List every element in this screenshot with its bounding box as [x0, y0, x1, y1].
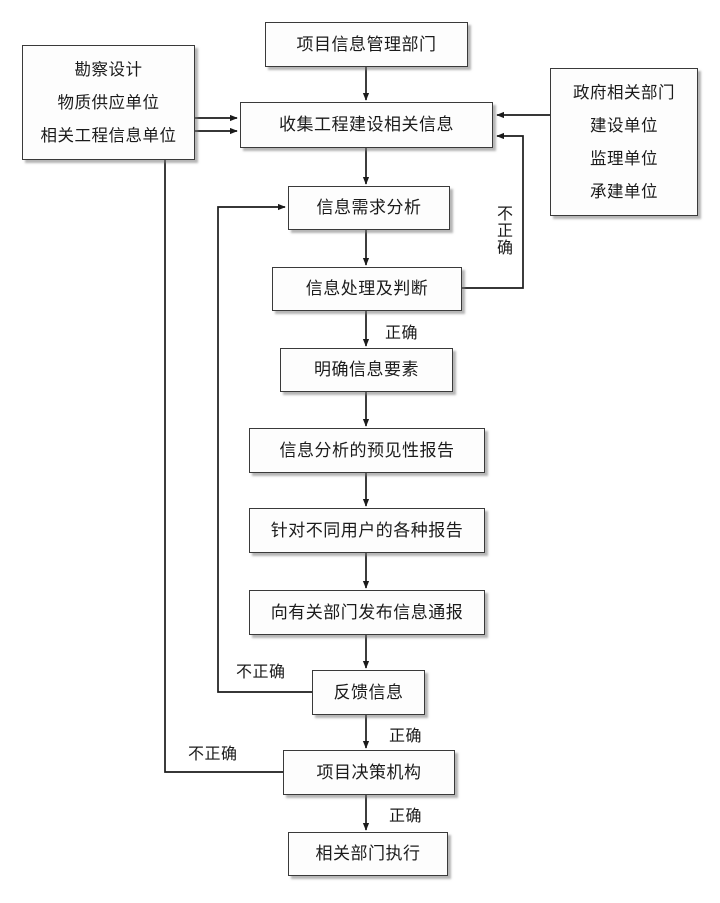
node-label: 明确信息要素	[314, 360, 419, 380]
node-label-line-4: 承建单位	[590, 181, 658, 201]
node-label: 收集工程建设相关信息	[279, 115, 454, 135]
edge-label-incorrect-process-loop: 不正确	[494, 205, 511, 256]
edge-label-correct-feedback: 正确	[389, 728, 423, 745]
node-label: 信息处理及判断	[305, 279, 429, 299]
node-predictive-report[interactable]: 信息分析的预见性报告	[249, 428, 485, 473]
node-label: 向有关部门发布信息通报	[270, 602, 464, 622]
node-label-line-3: 相关工程信息单位	[40, 125, 177, 145]
node-label: 项目决策机构	[316, 762, 422, 782]
node-clarify-elements[interactable]: 明确信息要素	[280, 348, 453, 392]
node-label: 反馈信息	[333, 682, 404, 702]
node-label-line-1: 勘察设计	[74, 59, 143, 79]
node-collect-info[interactable]: 收集工程建设相关信息	[240, 102, 493, 148]
node-project-info-dept[interactable]: 项目信息管理部门	[265, 22, 468, 67]
edge-label-incorrect-feedback-loop: 不正确	[236, 664, 286, 681]
node-government-units[interactable]: 政府相关部门 建设单位 监理单位 承建单位	[550, 68, 698, 216]
node-label: 信息分析的预见性报告	[279, 440, 455, 460]
node-publish-bulletin[interactable]: 向有关部门发布信息通报	[249, 590, 485, 635]
edge-process-loop-incorrect	[462, 132, 524, 289]
edge-label-incorrect-decision-loop: 不正确	[188, 746, 238, 763]
node-dept-execute[interactable]: 相关部门执行	[288, 832, 448, 876]
node-survey-supply-units[interactable]: 勘察设计 物质供应单位 相关工程信息单位	[22, 45, 195, 160]
node-label-line-3: 监理单位	[590, 148, 658, 168]
node-label-line-2: 物质供应单位	[57, 92, 160, 112]
node-label: 信息需求分析	[316, 198, 422, 218]
node-label-line-1: 政府相关部门	[573, 82, 675, 102]
node-process-judge[interactable]: 信息处理及判断	[272, 267, 462, 311]
node-demand-analysis[interactable]: 信息需求分析	[288, 186, 450, 230]
node-decision-body[interactable]: 项目决策机构	[283, 750, 455, 795]
node-user-reports[interactable]: 针对不同用户的各种报告	[249, 508, 485, 553]
edge-label-correct-process-judge: 正确	[385, 325, 419, 342]
node-label: 相关部门执行	[315, 844, 421, 864]
node-label: 项目信息管理部门	[296, 34, 437, 54]
node-feedback-info[interactable]: 反馈信息	[312, 670, 425, 715]
edge-label-correct-decision: 正确	[389, 808, 423, 825]
node-label-line-2: 建设单位	[590, 115, 658, 135]
node-label: 针对不同用户的各种报告	[270, 520, 464, 540]
